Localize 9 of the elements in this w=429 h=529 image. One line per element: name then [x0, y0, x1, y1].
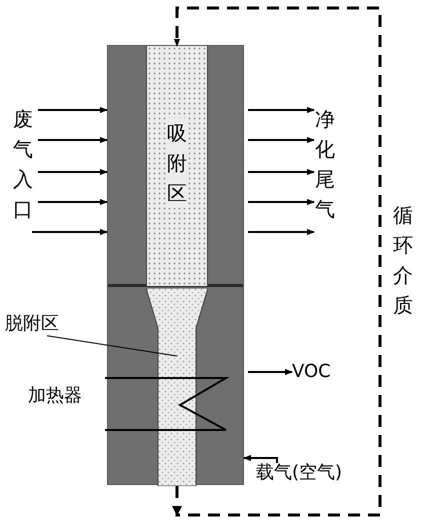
- adsorption-column: [107, 45, 244, 485]
- heater-label: 加热器: [28, 386, 82, 406]
- gas-label: 载气(空气): [256, 463, 342, 483]
- zone-label: 脱附区: [5, 314, 59, 334]
- adsorption-zone: [146, 46, 208, 286]
- inlet-label: 废气入口: [12, 104, 34, 224]
- zone-label: 吸附区: [166, 118, 188, 208]
- gas-label: VOC: [292, 362, 331, 382]
- outlet-label: 净化尾气: [314, 104, 336, 224]
